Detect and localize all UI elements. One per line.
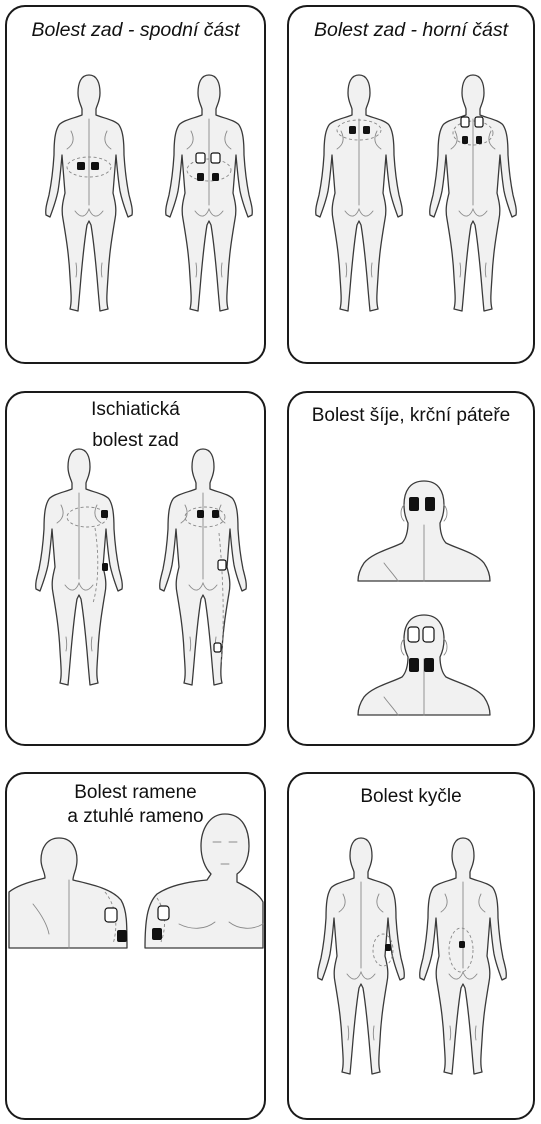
body-back-figure-right [430,75,517,311]
electrode-active [152,928,162,940]
body-back-figure-left [318,838,405,1074]
shoulder-diagram [7,774,266,1120]
panel-sciatica: Ischiatická bolest zad [5,391,266,746]
neck-diagram [289,393,535,746]
body-back-figure-left [46,75,133,311]
panel-hip: Bolest kyčle [287,772,535,1120]
electrode-active [212,510,219,518]
electrode-active [117,930,127,942]
electrode-active [476,136,482,144]
electrode-active [77,162,85,170]
body-diagram-hip [289,774,535,1120]
electrode-active [349,126,356,134]
body-diagram-sciatica [7,393,266,746]
electrode-active [212,173,219,181]
electrode-active [462,136,468,144]
neck-back-figure-top [358,481,490,581]
body-back-figure-right [160,449,247,685]
electrode-active [101,510,108,518]
electrode-active [385,944,391,951]
body-back-figure-left [316,75,403,311]
shoulder-back-figure [9,838,127,948]
electrode-passive [218,560,226,570]
electrode-passive [196,153,205,163]
electrode-active [91,162,99,170]
panel-lower-back: Bolest zad - spodní část [5,5,266,364]
electrode-passive [214,643,221,652]
body-back-figure-right [166,75,253,311]
electrode-passive [461,117,469,127]
electrode-active [409,497,419,511]
body-back-figure-left [36,449,123,685]
electrode-passive [158,906,169,920]
panel-neck: Bolest šíje, krční páteře [287,391,535,746]
body-diagram-lower-back [7,7,266,364]
body-diagram-upper-back [289,7,535,364]
electrode-active [102,563,108,571]
electrode-active [459,941,465,948]
electrode-active [197,510,204,518]
electrode-active [363,126,370,134]
electrode-passive [105,908,117,922]
electrode-active [425,497,435,511]
electrode-active [424,658,434,672]
panel-upper-back: Bolest zad - horní část [287,5,535,364]
panel-shoulder: Bolest ramene a ztuhlé rameno [5,772,266,1120]
electrode-passive [408,627,419,642]
electrode-passive [423,627,434,642]
electrode-passive [475,117,483,127]
electrode-active [197,173,204,181]
electrode-active [409,658,419,672]
electrode-passive [211,153,220,163]
body-back-figure-right [420,838,507,1074]
